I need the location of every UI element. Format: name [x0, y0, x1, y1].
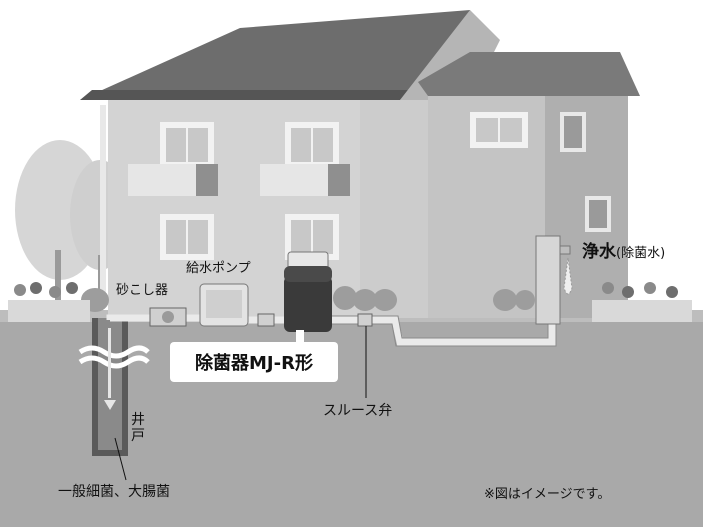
- product-callout: 除菌器MJ-R形: [170, 342, 338, 382]
- pump-label: 給水ポンプ: [186, 261, 251, 276]
- bacteria-leader: [114, 437, 127, 481]
- filter-label: 砂こし器: [116, 283, 169, 298]
- water-pump: [199, 283, 249, 327]
- roof: [80, 10, 470, 100]
- note-label: ※図はイメージです。: [484, 487, 611, 502]
- bacteria-label: 一般細菌、大腸菌: [58, 484, 170, 500]
- flowers-right: [592, 282, 692, 322]
- check-valve: [257, 313, 275, 327]
- clean-water-text: 浄水: [582, 242, 616, 262]
- sand-filter: [149, 307, 187, 327]
- faucet-stand: [535, 235, 573, 325]
- well: [78, 318, 150, 456]
- product-label: 除菌器MJ-R形: [195, 353, 313, 374]
- clean-water-label: 浄水(除菌水): [582, 244, 665, 261]
- clean-water-sub: (除菌水): [616, 246, 666, 261]
- shrubs: [81, 286, 535, 312]
- flowers-left: [8, 282, 90, 322]
- disinfector-unit: [284, 251, 332, 332]
- valve-label: スルース弁: [323, 403, 393, 419]
- well-label: 井戸: [131, 412, 145, 444]
- sluice-valve: [357, 313, 373, 327]
